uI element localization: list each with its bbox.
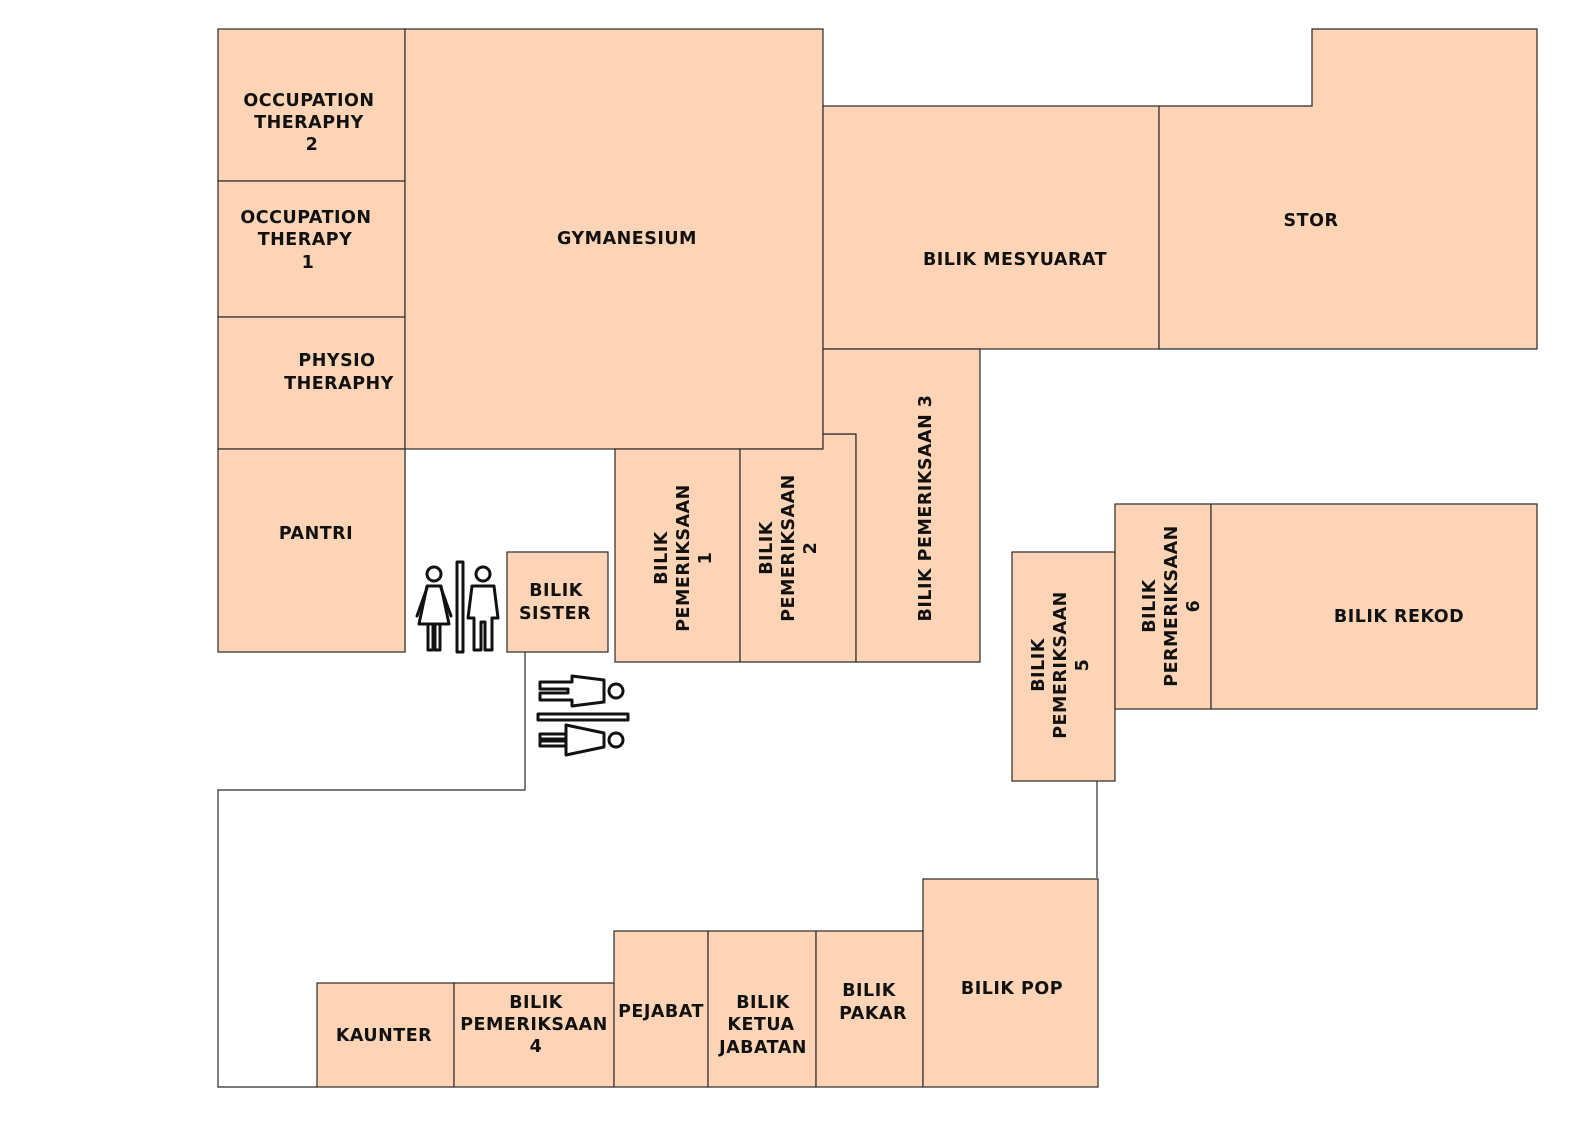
label-bilik-mesyuarat: BILIK MESYUARAT (923, 250, 1107, 270)
room-bilik-mesyuarat[interactable] (822, 105, 1160, 350)
room-bilik-pakar[interactable] (815, 930, 924, 1088)
svg-text:THERAPHY: THERAPHY (254, 113, 364, 133)
label-pemeriksaan-1: BILIK PEMERIKSAAN 1 (652, 484, 716, 632)
room-occupation-therapy-1[interactable] (217, 180, 406, 318)
room-pemeriksaan-1[interactable] (614, 448, 741, 663)
svg-text:BILIK: BILIK (842, 981, 897, 1001)
label-pemeriksaan-6: BILIK PERMERIKSAAN 6 (1140, 525, 1204, 687)
svg-text:PERMERIKSAAN: PERMERIKSAAN (1162, 525, 1182, 687)
svg-text:2: 2 (306, 135, 319, 155)
svg-text:5: 5 (1073, 659, 1093, 672)
room-bilik-rekod[interactable] (1210, 503, 1538, 710)
svg-text:BILIK: BILIK (736, 993, 791, 1013)
svg-text:BILIK: BILIK (757, 520, 777, 575)
label-pantri: PANTRI (279, 524, 353, 544)
svg-text:OCCUPATION: OCCUPATION (243, 91, 374, 111)
room-bilik-sister[interactable] (506, 551, 609, 653)
label-occupation-therapy-2: OCCUPATION THERAPHY 2 (243, 91, 374, 155)
restroom-icon-rotated (536, 674, 630, 757)
label-ketua-jabatan: BILIK KETUA JABATAN (718, 993, 807, 1058)
label-pemeriksaan-5: BILIK PEMERIKSAAN 5 (1029, 591, 1093, 739)
svg-text:THERAPHY: THERAPHY (284, 374, 394, 394)
corridor-wall-toilet (217, 652, 526, 1088)
label-bilik-rekod: BILIK REKOD (1334, 607, 1464, 627)
room-ketua-jabatan[interactable] (707, 930, 817, 1088)
label-pemeriksaan-3: BILIK PEMERIKSAAN 3 (916, 395, 936, 622)
room-gymnasium[interactable] (404, 28, 824, 450)
label-bilik-sister: BILIK SISTER (519, 581, 591, 624)
label-kaunter: KAUNTER (336, 1026, 432, 1046)
svg-text:KETUA: KETUA (727, 1015, 794, 1035)
room-bilik-pop[interactable] (922, 878, 1099, 1088)
svg-text:BILIK: BILIK (1029, 637, 1049, 692)
room-occupation-therapy-2[interactable] (217, 28, 406, 182)
label-occupation-therapy-1: OCCUPATION THERAPY 1 (240, 208, 371, 273)
svg-text:PEMERIKSAAN: PEMERIKSAAN (779, 474, 799, 622)
label-pemeriksaan-2: BILIK PEMERIKSAAN 2 (757, 474, 821, 622)
label-stor: STOR (1284, 211, 1339, 231)
svg-text:OCCUPATION: OCCUPATION (240, 208, 371, 228)
svg-text:BILIK PEMERIKSAAN 3: BILIK PEMERIKSAAN 3 (916, 395, 936, 622)
svg-text:PAKAR: PAKAR (839, 1004, 907, 1024)
svg-text:BILIK: BILIK (1140, 578, 1160, 633)
svg-text:4: 4 (530, 1037, 543, 1057)
label-pejabat: PEJABAT (618, 1002, 704, 1022)
svg-text:BILIK: BILIK (509, 993, 564, 1013)
room-pemeriksaan-5[interactable] (1011, 551, 1116, 782)
label-bilik-pakar: BILIK PAKAR (839, 981, 907, 1024)
restroom-icon (415, 560, 500, 654)
label-gymnasium: GYMANESIUM (557, 229, 697, 249)
svg-text:PEMERIKSAAN: PEMERIKSAAN (674, 484, 694, 632)
room-kaunter[interactable] (316, 982, 455, 1088)
svg-text:1: 1 (302, 253, 315, 273)
room-pemeriksaan-4[interactable] (453, 982, 615, 1088)
label-pemeriksaan-4: BILIK PEMERIKSAAN 4 (460, 993, 608, 1057)
room-pejabat[interactable] (613, 930, 709, 1088)
svg-text:PHYSIO: PHYSIO (298, 351, 375, 371)
room-physio-therapy[interactable] (217, 316, 406, 450)
svg-text:BILIK: BILIK (529, 581, 584, 601)
room-stor[interactable] (1158, 28, 1538, 350)
svg-text:THERAPY: THERAPY (258, 230, 353, 250)
svg-text:PEMERIKSAAN: PEMERIKSAAN (1051, 591, 1071, 739)
svg-text:BILIK: BILIK (652, 530, 672, 585)
svg-text:2: 2 (801, 542, 821, 555)
label-bilik-pop: BILIK POP (961, 979, 1063, 999)
svg-text:PEMERIKSAAN: PEMERIKSAAN (460, 1015, 608, 1035)
svg-text:6: 6 (1184, 600, 1204, 613)
room-pantri[interactable] (217, 448, 406, 653)
svg-text:SISTER: SISTER (519, 604, 591, 624)
room-pemeriksaan-3[interactable] (822, 348, 981, 663)
svg-text:1: 1 (696, 552, 716, 565)
svg-text:JABATAN: JABATAN (718, 1038, 807, 1058)
label-physio-therapy: PHYSIO THERAPHY (284, 351, 394, 394)
